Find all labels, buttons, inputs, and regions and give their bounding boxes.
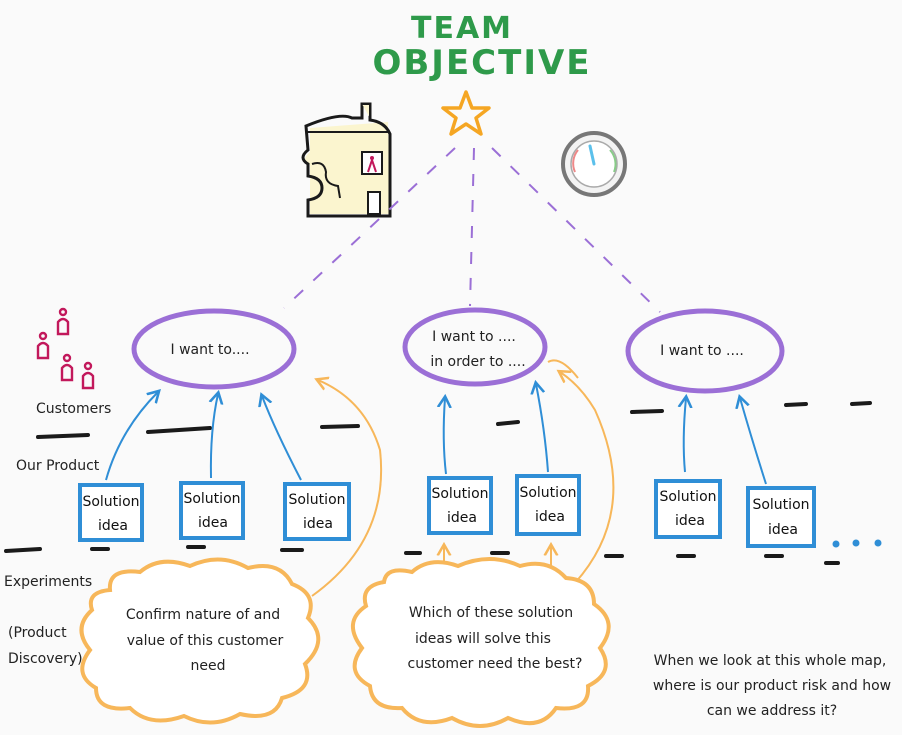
outcome-2-line-2: in order to ....	[430, 354, 525, 370]
solution-2-line-1: Solution	[183, 491, 240, 507]
title-line-1: TEAM	[411, 11, 513, 46]
solution-6-line-2: idea	[675, 513, 705, 529]
solution-3-line-2: idea	[303, 516, 333, 532]
house-puzzle-icon	[301, 102, 392, 218]
solution-5-line-2: idea	[535, 509, 565, 525]
solution-4-line-1: Solution	[431, 486, 488, 502]
customers-label: Customers	[36, 401, 111, 417]
outcome-1-line-1: I want to....	[170, 342, 249, 358]
solution-box-5[interactable]: Solution idea	[515, 474, 581, 536]
solution-arrows	[105, 384, 767, 485]
solution-box-4[interactable]: Solution idea	[427, 476, 493, 535]
solution-box-1[interactable]: Solution idea	[78, 483, 144, 542]
customer-product-divider	[36, 401, 872, 439]
outcome-1: I want to....	[131, 308, 297, 390]
experiments-label: Experiments	[4, 574, 92, 590]
product-experiment-divider	[4, 545, 840, 565]
star-icon	[441, 90, 491, 136]
team-objective-title: TEAM OBJECTIVE	[372, 11, 591, 83]
experiment-1-line-1: Confirm nature of and	[126, 607, 280, 623]
customers-icon	[36, 307, 95, 390]
solution-6-line-1: Solution	[659, 489, 716, 505]
our-product-label: Our Product	[16, 458, 100, 474]
outcome-2: I want to .... in order to ....	[402, 307, 548, 387]
objective-connectors	[283, 147, 661, 313]
outcome-2-line-1: I want to ....	[432, 329, 516, 345]
solution-7-line-2: idea	[768, 522, 798, 538]
gauge-icon	[561, 131, 627, 197]
more-dots	[832, 539, 882, 548]
solution-4-line-2: idea	[447, 510, 477, 526]
note-line-2: where is our product risk and how	[653, 678, 891, 694]
experiment-cloud-2: Which of these solution ideas will solve…	[351, 557, 611, 728]
experiment-cloud-1: Confirm nature of and value of this cust…	[79, 557, 321, 725]
note-line-1: When we look at this whole map,	[654, 653, 887, 669]
solution-1-line-2: idea	[98, 518, 128, 534]
solution-2-line-2: idea	[198, 515, 228, 531]
solution-5-line-1: Solution	[519, 485, 576, 501]
product-discovery-label-2: Discovery)	[8, 651, 83, 667]
solution-3-line-1: Solution	[288, 492, 345, 508]
title-line-2: OBJECTIVE	[372, 43, 591, 83]
solution-box-7[interactable]: Solution idea	[746, 486, 816, 548]
solution-box-6[interactable]: Solution idea	[654, 479, 722, 539]
solution-box-2[interactable]: Solution idea	[179, 481, 245, 540]
experiment-1-line-2: value of this customer	[127, 633, 284, 649]
risk-note: When we look at this whole map, where is…	[653, 653, 891, 719]
product-discovery-label-1: (Product	[8, 625, 67, 641]
outcome-3-line-1: I want to ....	[660, 343, 744, 359]
solution-7-line-1: Solution	[752, 497, 809, 513]
outcome-3: I want to ....	[625, 308, 785, 394]
solution-box-3[interactable]: Solution idea	[283, 482, 351, 541]
experiment-2-line-2: ideas will solve this	[415, 631, 551, 647]
note-line-3: can we address it?	[707, 703, 837, 719]
experiment-2-line-3: customer need the best?	[408, 656, 583, 672]
experiment-1-line-3: need	[191, 658, 226, 674]
experiment-2-line-1: Which of these solution	[409, 605, 573, 621]
solution-1-line-1: Solution	[82, 494, 139, 510]
